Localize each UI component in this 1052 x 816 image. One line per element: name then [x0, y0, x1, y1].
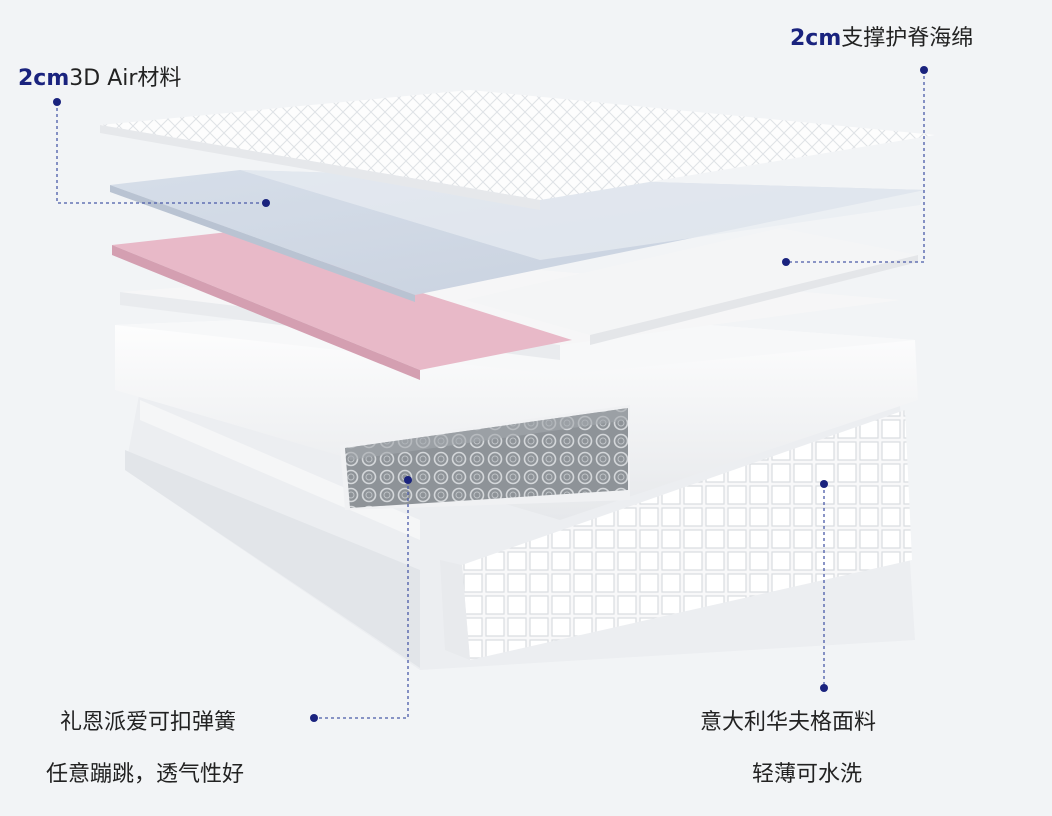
- 3d-air-layer: [110, 170, 925, 302]
- label-fabric-desc: 轻薄可水洗: [752, 762, 863, 787]
- callout-lines: [56, 70, 925, 719]
- label-3d-air: 2cm3D Air材料: [18, 60, 181, 92]
- label-support-foam: 2cm支撑护脊海绵: [790, 20, 973, 52]
- label-support-foam-size: 2cm: [790, 26, 842, 51]
- top-quilted-cover: [100, 90, 935, 210]
- support-foam-layer: [465, 228, 918, 345]
- spring-core: [345, 408, 628, 508]
- callout-dots: [53, 66, 928, 722]
- label-spring-title: 礼恩派爱可扣弹簧: [60, 710, 237, 735]
- pink-layer: [112, 232, 572, 380]
- label-fabric-title: 意大利华夫格面料: [700, 710, 877, 735]
- label-3d-air-size: 2cm: [18, 66, 70, 91]
- label-spring-desc: 任意蹦跳，透气性好: [46, 762, 245, 787]
- label-support-foam-text: 支撑护脊海绵: [841, 26, 974, 51]
- waffle-fabric-layer: [440, 410, 912, 660]
- label-3d-air-text: 3D Air材料: [69, 66, 182, 91]
